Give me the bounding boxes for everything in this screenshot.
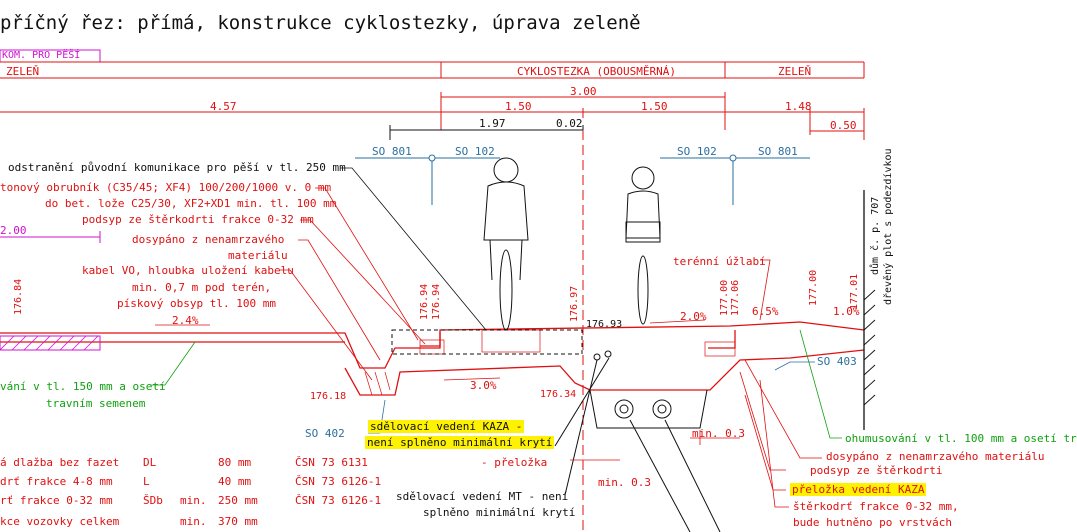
dim-300: 3.00 xyxy=(570,85,597,98)
header-zelen-left: ZELEŇ xyxy=(6,65,40,78)
header-cyklostezka: CYKLOSTEZKA (OBOUSMĚRNÁ) xyxy=(517,65,676,78)
so403: SO 403 xyxy=(817,355,857,368)
note-min03-left: min. 0.3 xyxy=(598,476,651,489)
note-dosypano-2: materiálu xyxy=(228,249,288,262)
note-odstraneni: odstranění původní komunikace pro pěší v… xyxy=(8,161,346,174)
elev-17634: 176.34 xyxy=(540,389,577,400)
note-humus-right: ohumusování v tl. 100 mm a osetí trav xyxy=(845,432,1077,445)
elev-17700b: 177.00 xyxy=(808,269,819,306)
note-hutneno: bude hutněno po vrstvách xyxy=(793,516,952,529)
dim-150a: 1.50 xyxy=(505,100,532,113)
dim-148: 1.48 xyxy=(785,100,812,113)
dim-150b: 1.50 xyxy=(641,100,668,113)
so801-left: SO 801 xyxy=(372,145,412,158)
note-dosypano-right: dosypáno z nenamrzavého materiálu xyxy=(826,450,1045,463)
note-kaza-1: sdělovací vedení KAZA - xyxy=(368,420,525,433)
dim-200: 2.00 xyxy=(0,224,27,237)
legend-code: ŠDb xyxy=(143,494,163,507)
legend-name: á dlažba bez fazet xyxy=(0,456,120,469)
note-terenni-uzlabi: terénní úžlabí xyxy=(673,255,766,268)
elev-17701: 177.01 xyxy=(849,273,860,310)
note-podsyp: podsyp ze štěrkodrti frakce 0-32 mm xyxy=(82,213,314,226)
elev-17693: 176.93 xyxy=(586,319,623,330)
elev-17694b: 176.94 xyxy=(431,283,442,320)
note-obrubnik: tonový obrubník (C35/45; XF4) 100/200/10… xyxy=(0,181,332,194)
legend-name: drť frakce 4-8 mm xyxy=(0,475,113,488)
dim-457: 4.57 xyxy=(210,100,237,113)
legend-qual: min. xyxy=(180,515,207,528)
note-humus-left: vání v tl. 150 mm a osetí xyxy=(0,380,166,393)
legend-norm: ČSN 73 6131 xyxy=(295,456,368,469)
elev-17618: 176.18 xyxy=(310,391,347,402)
legend-thick: 40 mm xyxy=(218,475,252,488)
note-kabel-vo-2: min. 0,7 m pod terén, xyxy=(132,281,272,294)
legend-thick: 370 mm xyxy=(218,515,258,528)
header-zelen-right: ZELEŇ xyxy=(778,65,812,78)
elev-17700a: 177.00 xyxy=(719,279,730,316)
elev-17684: 176.84 xyxy=(13,278,24,315)
note-min03-right: min. 0.3 xyxy=(692,427,745,440)
so102-right: SO 102 xyxy=(677,145,717,158)
note-mt-1: sdělovací vedení MT - není xyxy=(396,490,569,503)
header-kom-pro-pesi: KOM. PRO PĚŠÍ xyxy=(2,50,81,61)
legend-code: DL xyxy=(143,456,157,469)
legend-norm: ČSN 73 6126-1 xyxy=(295,494,382,507)
note-dosypano: dosypáno z nenamrzavého xyxy=(132,233,285,246)
legend-thick: 250 mm xyxy=(218,494,258,507)
legend-name: kce vozovky celkem xyxy=(0,515,120,528)
elev-17694a: 176.94 xyxy=(419,283,430,320)
note-humus-left-2: travním semenem xyxy=(46,397,146,410)
house-fence: dřevěný plot s podezdívkou xyxy=(883,148,894,305)
page-title: příčný řez: přímá, konstrukce cyklostezk… xyxy=(0,12,641,34)
note-kaza-2: není splněno minimální krytí xyxy=(365,436,555,449)
note-kaza-3: - přeložka xyxy=(481,456,548,469)
note-sterkodrt: štěrkodrť frakce 0-32 mm, xyxy=(793,500,959,513)
note-podsyp-right: podsyp ze štěrkodrti xyxy=(810,464,943,477)
slope-24: 2.4% xyxy=(172,314,199,327)
so402: SO 402 xyxy=(305,427,345,440)
so102-left: SO 102 xyxy=(455,145,495,158)
slope-65: 6.5% xyxy=(752,305,779,318)
house-number: dům č. p. 707 xyxy=(870,196,881,275)
so801-right: SO 801 xyxy=(758,145,798,158)
note-mt-2: splněno minimální krytí xyxy=(423,506,576,519)
legend-qual: min. xyxy=(180,494,207,507)
dim-002: 0.02 xyxy=(556,117,583,130)
legend-code: L xyxy=(143,475,150,488)
elev-17706: 177.06 xyxy=(730,279,741,316)
legend-norm: ČSN 73 6126-1 xyxy=(295,475,382,488)
elev-17697: 176.97 xyxy=(569,285,580,322)
slope-30: 3.0% xyxy=(470,379,497,392)
note-kabel-vo: kabel VO, hloubka uložení kabelu xyxy=(82,264,294,277)
note-prelozka-kaza: přeložka vedení KAZA xyxy=(790,483,927,496)
dim-050: 0.50 xyxy=(830,119,857,132)
slope-20: 2.0% xyxy=(680,310,707,323)
note-kabel-vo-3: pískový obsyp tl. 100 mm xyxy=(117,297,276,310)
note-bet-loze: do bet. lože C25/30, XF2+XD1 min. tl. 10… xyxy=(45,197,337,210)
dim-197: 1.97 xyxy=(479,117,506,130)
legend-name: rť frakce 0-32 mm xyxy=(0,494,113,507)
slope-10: 1.0% xyxy=(833,305,860,318)
legend-thick: 80 mm xyxy=(218,456,252,469)
